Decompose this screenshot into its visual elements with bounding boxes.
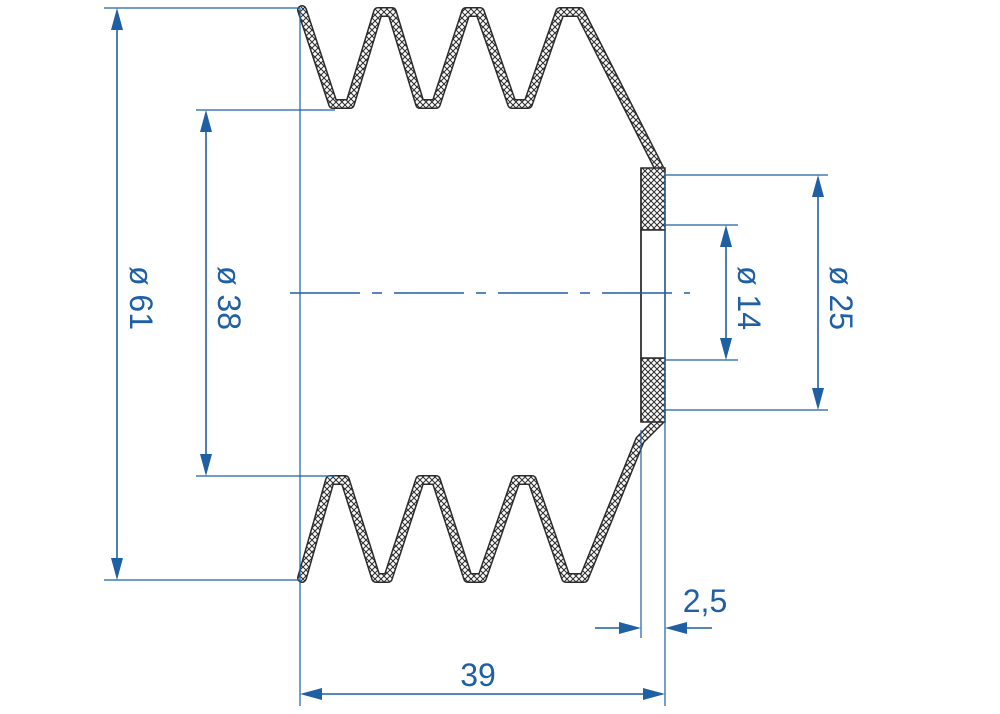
dim-outer-diameter: ø 61 [111, 8, 159, 580]
end-plate-hole [640, 229, 666, 359]
dim-end-hole-diameter: ø 14 [720, 225, 767, 360]
dim-wall-thickness: 2,5 [595, 583, 727, 634]
dim-wall-thickness-label: 2,5 [683, 583, 727, 619]
dim-end-outer-diameter-label: ø 25 [823, 266, 859, 330]
end-plate-upper [640, 167, 666, 231]
dim-overall-length-label: 39 [460, 657, 496, 693]
dim-inner-diameter: ø 38 [200, 110, 247, 476]
end-plate [640, 167, 666, 423]
dim-end-hole-diameter-label: ø 14 [731, 266, 767, 330]
dim-inner-diameter-label: ø 38 [211, 266, 247, 330]
bellows-lower-wall [297, 415, 665, 583]
bellows-lower-hatch [298, 416, 664, 582]
dim-outer-diameter-label: ø 61 [123, 266, 159, 330]
end-plate-lower [640, 357, 666, 423]
bellows-upper-hatch [298, 6, 664, 174]
dim-overall-length: 39 [300, 657, 665, 700]
bellows-profile [297, 5, 666, 583]
extension-lines [104, 7, 828, 706]
dim-end-outer-diameter: ø 25 [812, 175, 859, 410]
